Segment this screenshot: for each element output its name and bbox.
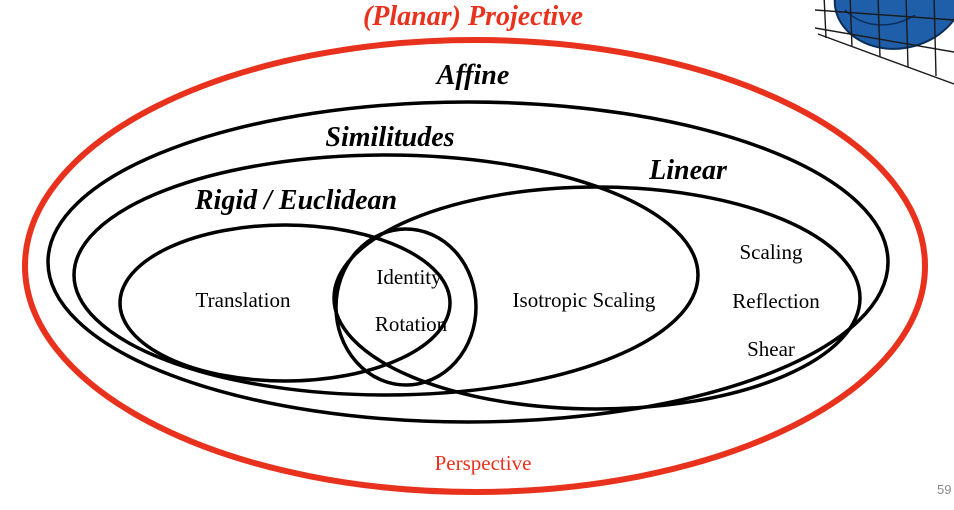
similitudes-set-outline	[72, 153, 700, 397]
affine-title: Affine	[435, 60, 510, 91]
projective-title: (Planar) Projective	[363, 1, 583, 32]
identity-label: Identity	[376, 265, 442, 289]
similitudes-title: Similitudes	[325, 122, 454, 153]
linear-title: Linear	[648, 155, 728, 186]
page-number: 59	[937, 482, 952, 497]
rigid-set-outline	[118, 223, 452, 383]
rigid-title: Rigid / Euclidean	[194, 185, 397, 216]
affine-set-outline	[46, 100, 890, 424]
translation-label: Translation	[196, 288, 291, 312]
projective-set-outline	[22, 37, 928, 495]
shear-label: Shear	[747, 337, 795, 361]
isotropic-scaling-label: Isotropic Scaling	[513, 288, 656, 312]
warped-grid-thumbnail-icon	[815, 0, 954, 105]
rotation-label: Rotation	[375, 312, 448, 336]
linear-set-outline	[332, 185, 862, 411]
perspective-label: Perspective	[435, 451, 532, 475]
scaling-label: Scaling	[740, 240, 803, 264]
reflection-label: Reflection	[732, 289, 820, 313]
intersection-set-outline	[334, 227, 478, 387]
